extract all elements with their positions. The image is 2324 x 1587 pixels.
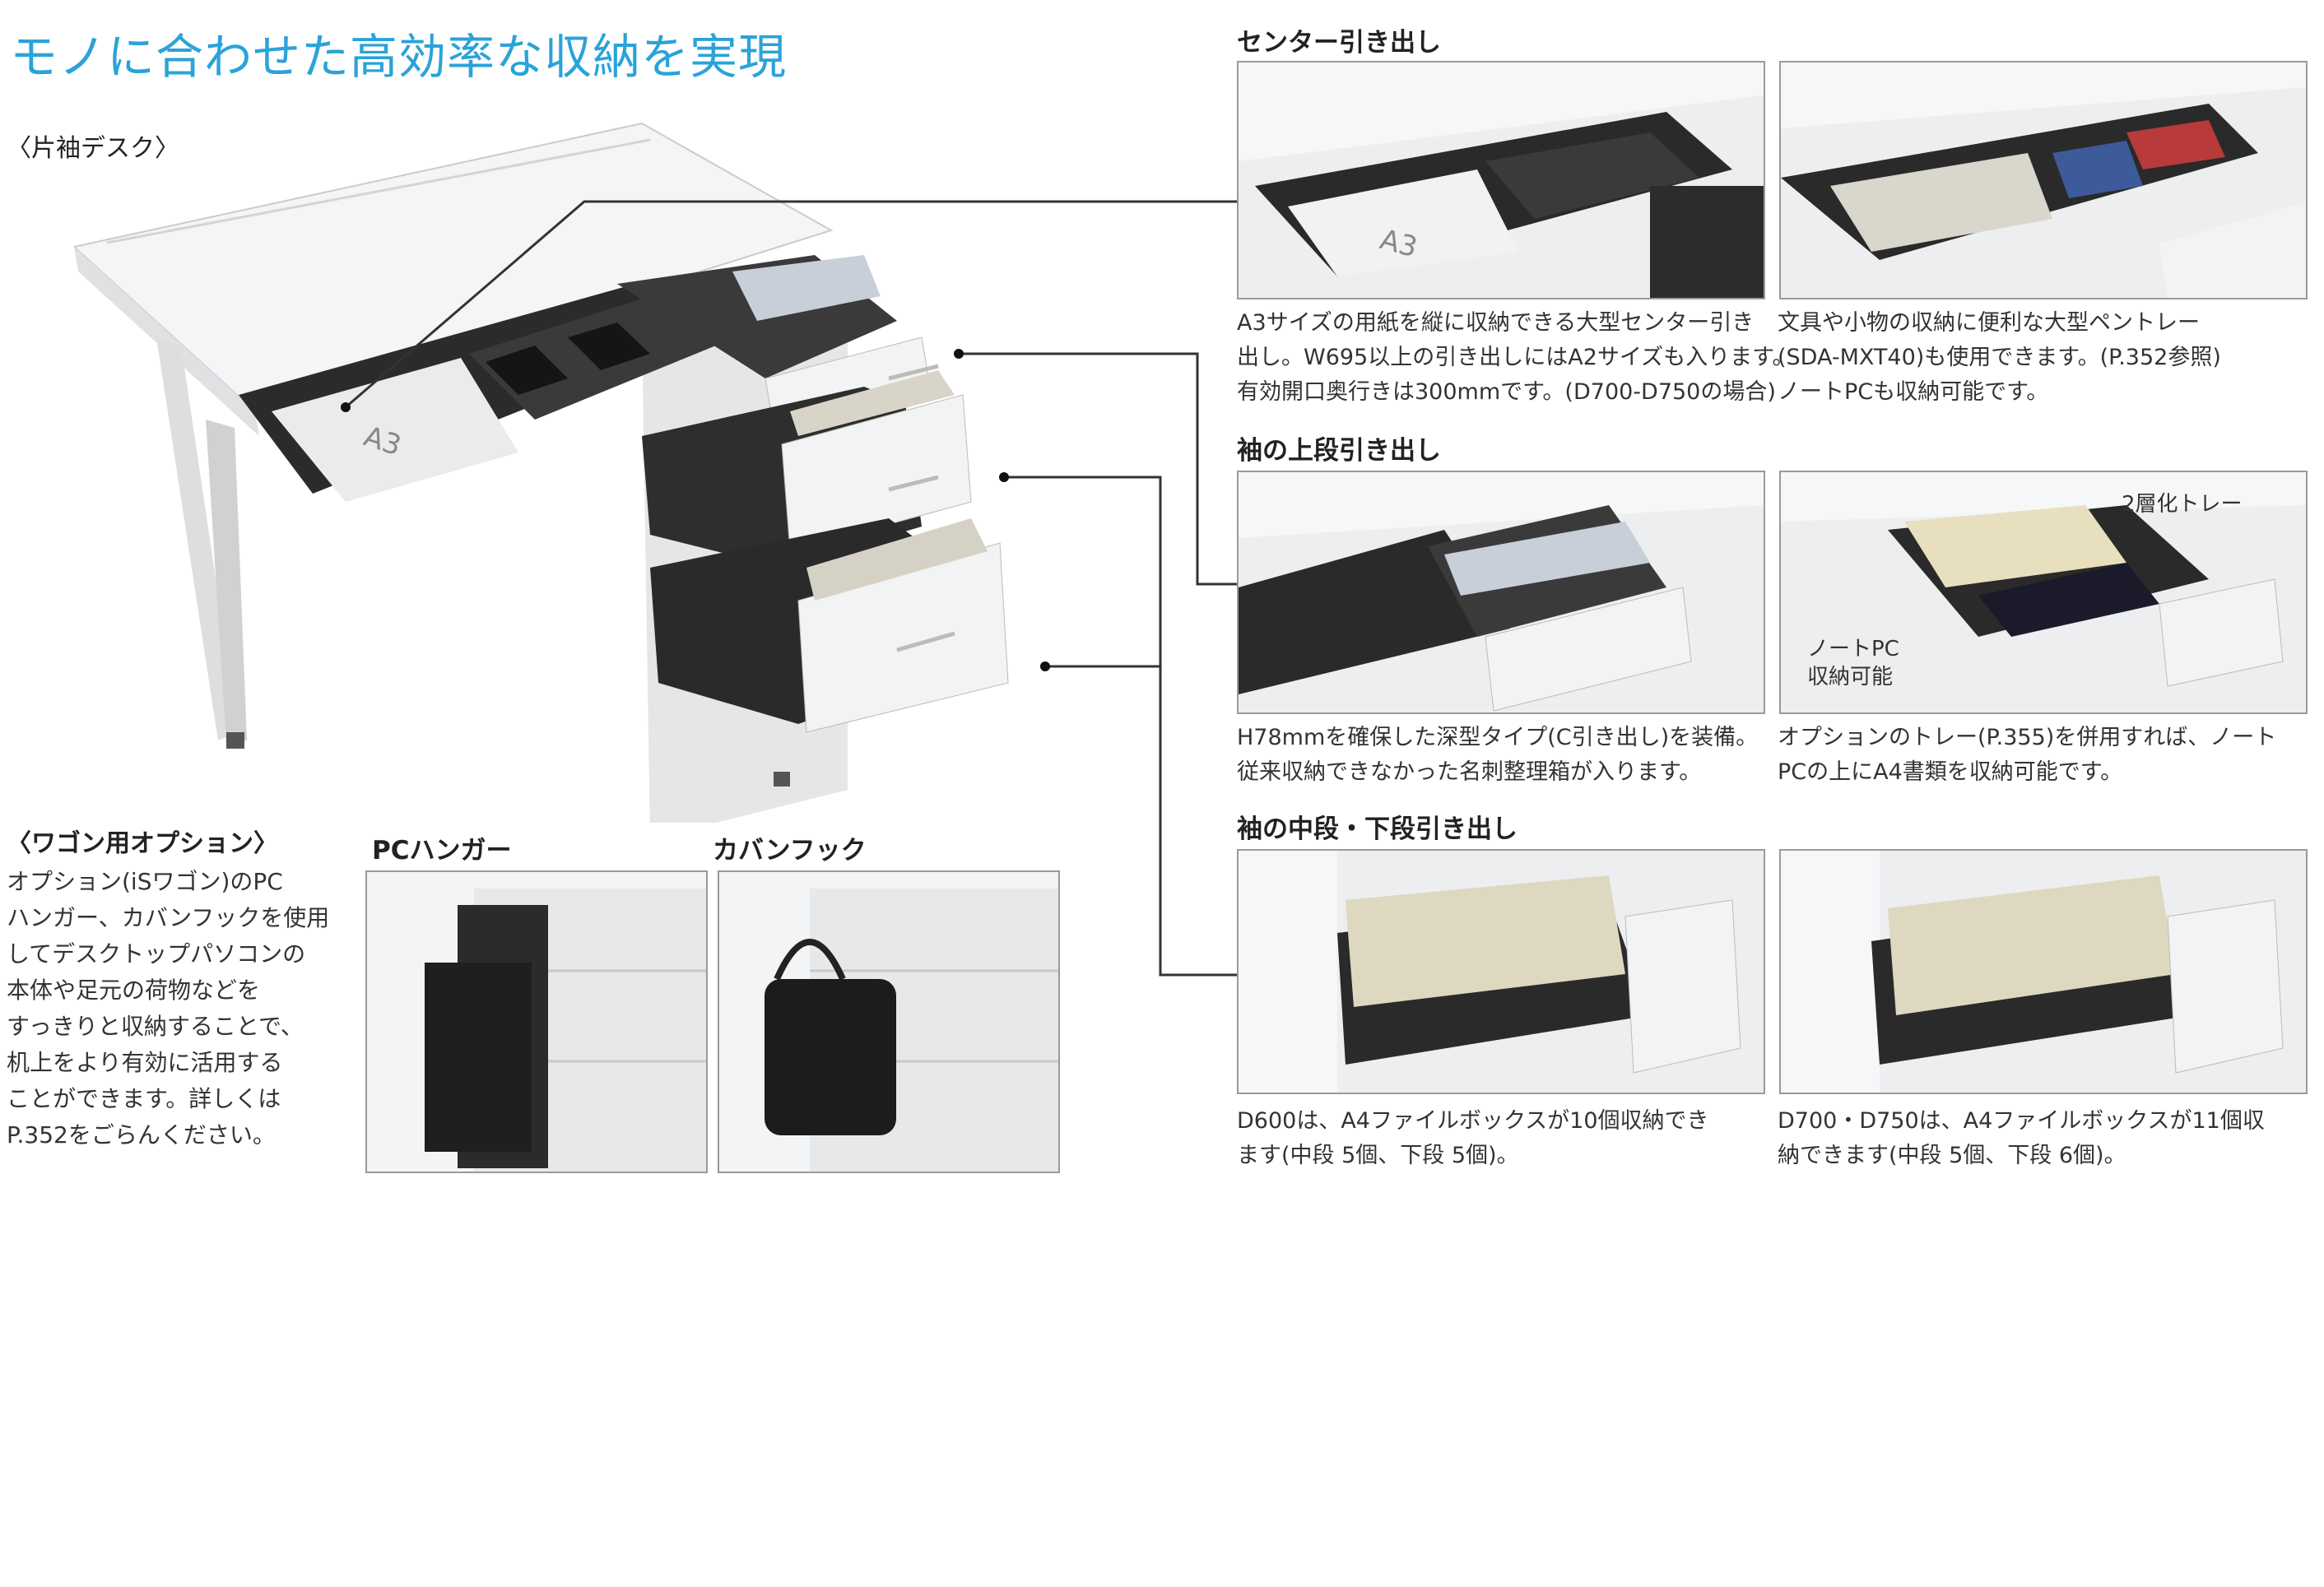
- lower-drawer-photo-d600: [1237, 849, 1765, 1094]
- pc-hanger-photo: [365, 870, 708, 1173]
- upper-drawer-heading: 袖の上段引き出し: [1237, 436, 1441, 466]
- upper-drawer-photo-tray: [1779, 471, 2308, 714]
- pc-hanger-heading: PCハンガー: [372, 836, 512, 865]
- bag-hook-heading: カバンフック: [713, 836, 867, 865]
- center-drawer-photo-pentray: [1779, 61, 2308, 299]
- center-drawer-heading: センター引き出し: [1237, 28, 1441, 58]
- lower-drawer-caption-left: D600は、A4ファイルボックスが10個収納でき ます(中段 5個、下段 5個)…: [1237, 1108, 1709, 1168]
- upper-drawer-caption-left: H78mmを確保した深型タイプ(C引き出し)を装備。 従来収納できなかった名刺整…: [1237, 725, 1759, 785]
- tray-label: 2層化トレー: [2122, 492, 2243, 517]
- upper-drawer-caption-right: オプションのトレー(P.355)を併用すれば、ノート PCの上にA4書類を収納可…: [1778, 725, 2277, 785]
- bag-hook-photo: [718, 870, 1060, 1173]
- lower-drawer-photo-d700: [1779, 849, 2308, 1094]
- pc-label: ノートPC 収納可能: [1807, 637, 1899, 689]
- center-drawer-caption-left: A3サイズの用紙を縦に収納できる大型センター引き 出し。W695以上の引き出しに…: [1237, 310, 1795, 405]
- lower-drawer-heading: 袖の中段・下段引き出し: [1237, 814, 1518, 844]
- desk-label: 〈片袖デスク〉: [7, 134, 179, 163]
- wagon-body: オプション(iSワゴン)のPC ハンガー、カバンフックを使用 してデスクトップパ…: [7, 868, 330, 1148]
- lower-drawer-caption-right: D700・D750は、A4ファイルボックスが11個収 納できます(中段 5個、下…: [1778, 1108, 2265, 1168]
- wagon-heading: 〈ワゴン用オプション〉: [7, 829, 278, 858]
- desk-illustration: A3: [72, 107, 1086, 839]
- page-title: モノに合わせた高効率な収納を実現: [10, 29, 788, 85]
- center-drawer-caption-right: 文具や小物の収納に便利な大型ペントレー (SDA-MXT40)も使用できます。(…: [1778, 310, 2221, 405]
- desk-drawing: A3: [72, 122, 1009, 839]
- center-drawer-photo-a3: A3: [1237, 61, 1765, 299]
- upper-drawer-photo-cardbox: [1237, 471, 1765, 714]
